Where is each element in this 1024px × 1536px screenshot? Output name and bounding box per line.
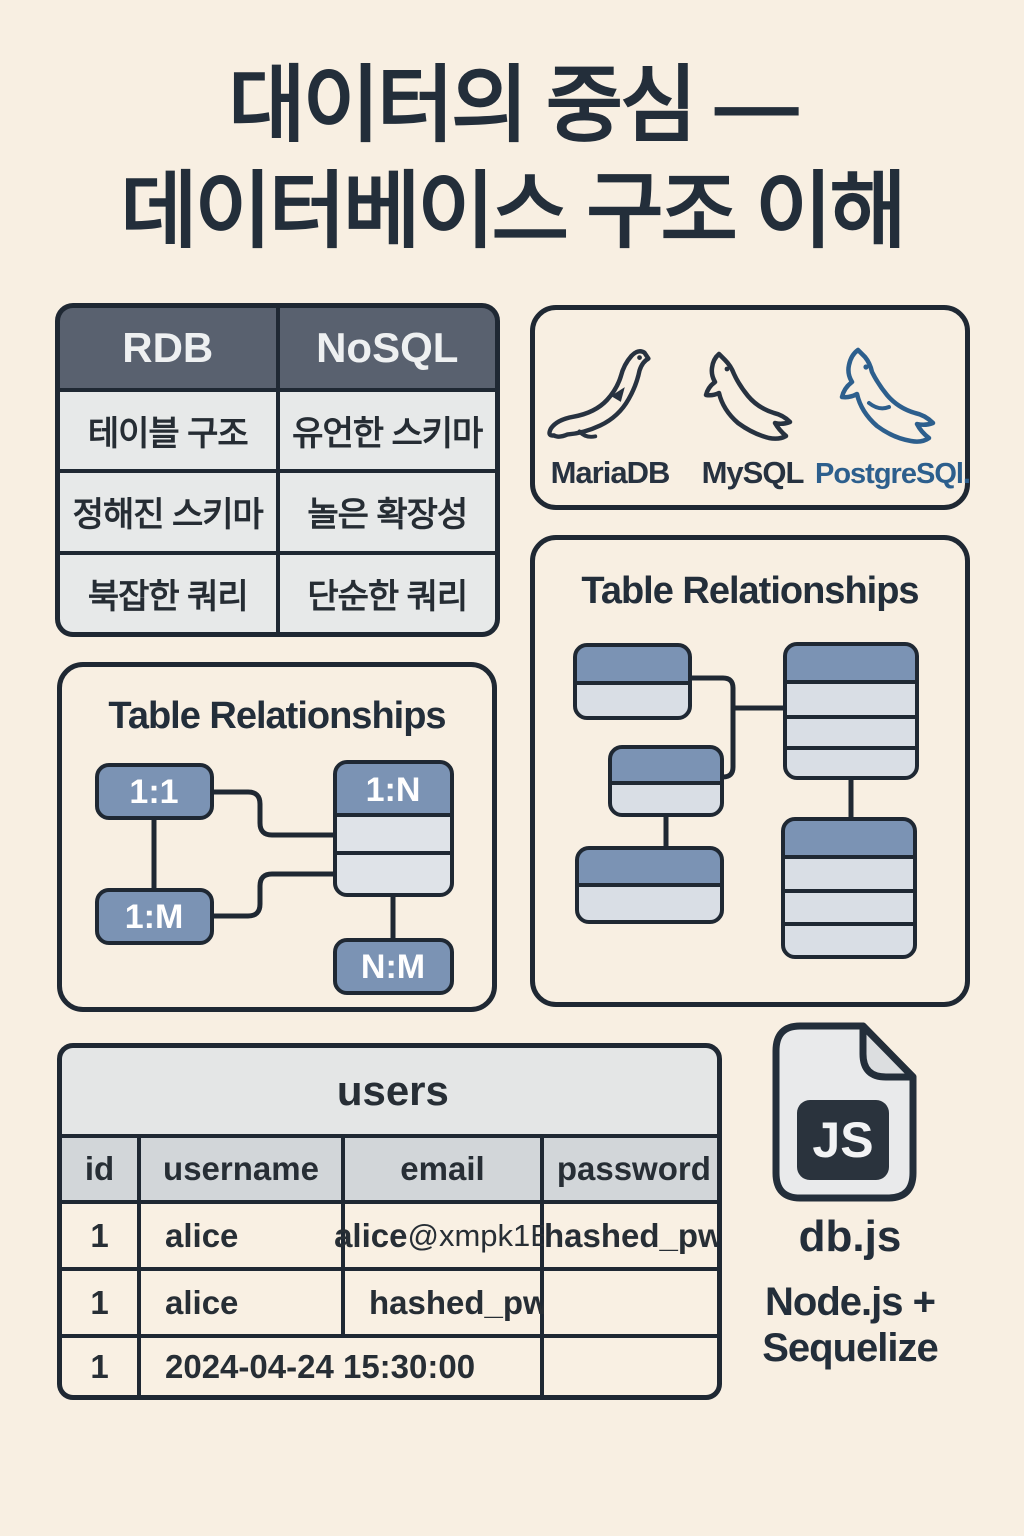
table-shape	[575, 846, 724, 924]
er-diagram-left: 1:1 1:M 1:N N:M	[95, 760, 454, 995]
table-relationships-panel-left: Table Relationships 1:1 1:M 1:N	[57, 662, 497, 1012]
table-cell: 단순한 쿼리	[279, 554, 495, 632]
mariadb-label: MariaDB	[550, 455, 671, 490]
cell-username: alice	[141, 1271, 341, 1334]
cell-email: alice@xmpk1E	[334, 1204, 551, 1267]
column-header-email: email	[345, 1138, 540, 1200]
cell-password-empty	[544, 1271, 717, 1334]
column-header-password: password	[544, 1138, 717, 1200]
column-header-nosql: NoSQL	[279, 308, 495, 388]
relationship-label: N:M	[361, 948, 425, 986]
table-cell: 정해진 스키마	[60, 473, 276, 551]
mariadb-logo: MariaDB	[535, 310, 685, 505]
mysql-dolphin-icon	[703, 342, 803, 455]
js-file-icon: JS	[770, 1020, 920, 1210]
relationship-label: 1:M	[125, 898, 184, 936]
cell-username: alice	[141, 1204, 341, 1267]
postgresql-dolphin-icon	[839, 341, 947, 458]
postgresql-label: PostgreSQl.	[815, 458, 971, 490]
relationship-node-1-n: 1:N	[333, 760, 454, 897]
page-title: 대이터의 중심 — 데이터베이스 구조 이해	[0, 52, 1024, 264]
postgresql-logo: PostgreSQl.	[815, 310, 971, 505]
email-user-part: alice	[334, 1216, 408, 1254]
stack-label-line2: Sequelize	[762, 1326, 939, 1370]
mysql-label: MySQL	[701, 455, 805, 490]
table-relationships-panel-right: Table Relationships	[530, 535, 970, 1007]
users-table-title: users	[62, 1048, 717, 1134]
panel-title: Table Relationships	[581, 570, 919, 612]
stack-label-line1: Node.js +	[765, 1280, 936, 1324]
cell-password: hashed_pw	[544, 1204, 717, 1267]
table-cell: 테이블 구조	[60, 392, 276, 470]
table-cell: 유언한 스키마	[279, 392, 495, 470]
mariadb-seal-icon	[546, 342, 674, 455]
relationship-node-n-m: N:M	[333, 938, 454, 995]
relationship-label: 1:1	[129, 773, 178, 811]
users-table: users id username email password 1 alice…	[57, 1043, 722, 1400]
cell-id: 1	[62, 1338, 137, 1395]
column-header-id: id	[62, 1138, 137, 1200]
rdb-nosql-table: RDB NoSQL 테이블 구조 유언한 스키마 정해진 스키마 놀은 확장성 …	[55, 303, 500, 637]
db-logos-panel: MariaDB MySQL PostgreSQl.	[530, 305, 971, 510]
email-domain-part: @xmpk1E	[407, 1217, 551, 1253]
js-badge-text: JS	[812, 1112, 873, 1168]
er-diagram-right	[573, 642, 919, 959]
column-header-rdb: RDB	[60, 308, 276, 388]
mysql-logo: MySQL	[685, 310, 820, 505]
table-cell: 북잡한 쿼리	[60, 554, 276, 632]
relationship-node-1-m: 1:M	[95, 888, 214, 945]
table-shape	[783, 642, 919, 780]
cell-id: 1	[62, 1204, 137, 1267]
panel-title: Table Relationships	[108, 695, 446, 737]
cell-email: hashed_pw	[345, 1271, 549, 1334]
js-filename: db.js	[798, 1212, 902, 1261]
table-cell: 놀은 확장성	[279, 473, 495, 551]
page-title-line1: 대이터의 중심 —	[228, 58, 798, 152]
relationship-label: 1:N	[366, 771, 421, 809]
table-shape	[781, 817, 917, 959]
cell-id: 1	[62, 1271, 137, 1334]
relationship-node-1-1: 1:1	[95, 763, 214, 820]
table-shape	[573, 643, 692, 720]
column-header-username: username	[141, 1138, 341, 1200]
cell-password-empty	[544, 1338, 717, 1395]
page-title-line2: 데이터베이스 구조 이해	[120, 164, 906, 258]
cell-timestamp: 2024-04-24 15:30:00	[141, 1338, 540, 1395]
table-shape	[608, 745, 724, 817]
